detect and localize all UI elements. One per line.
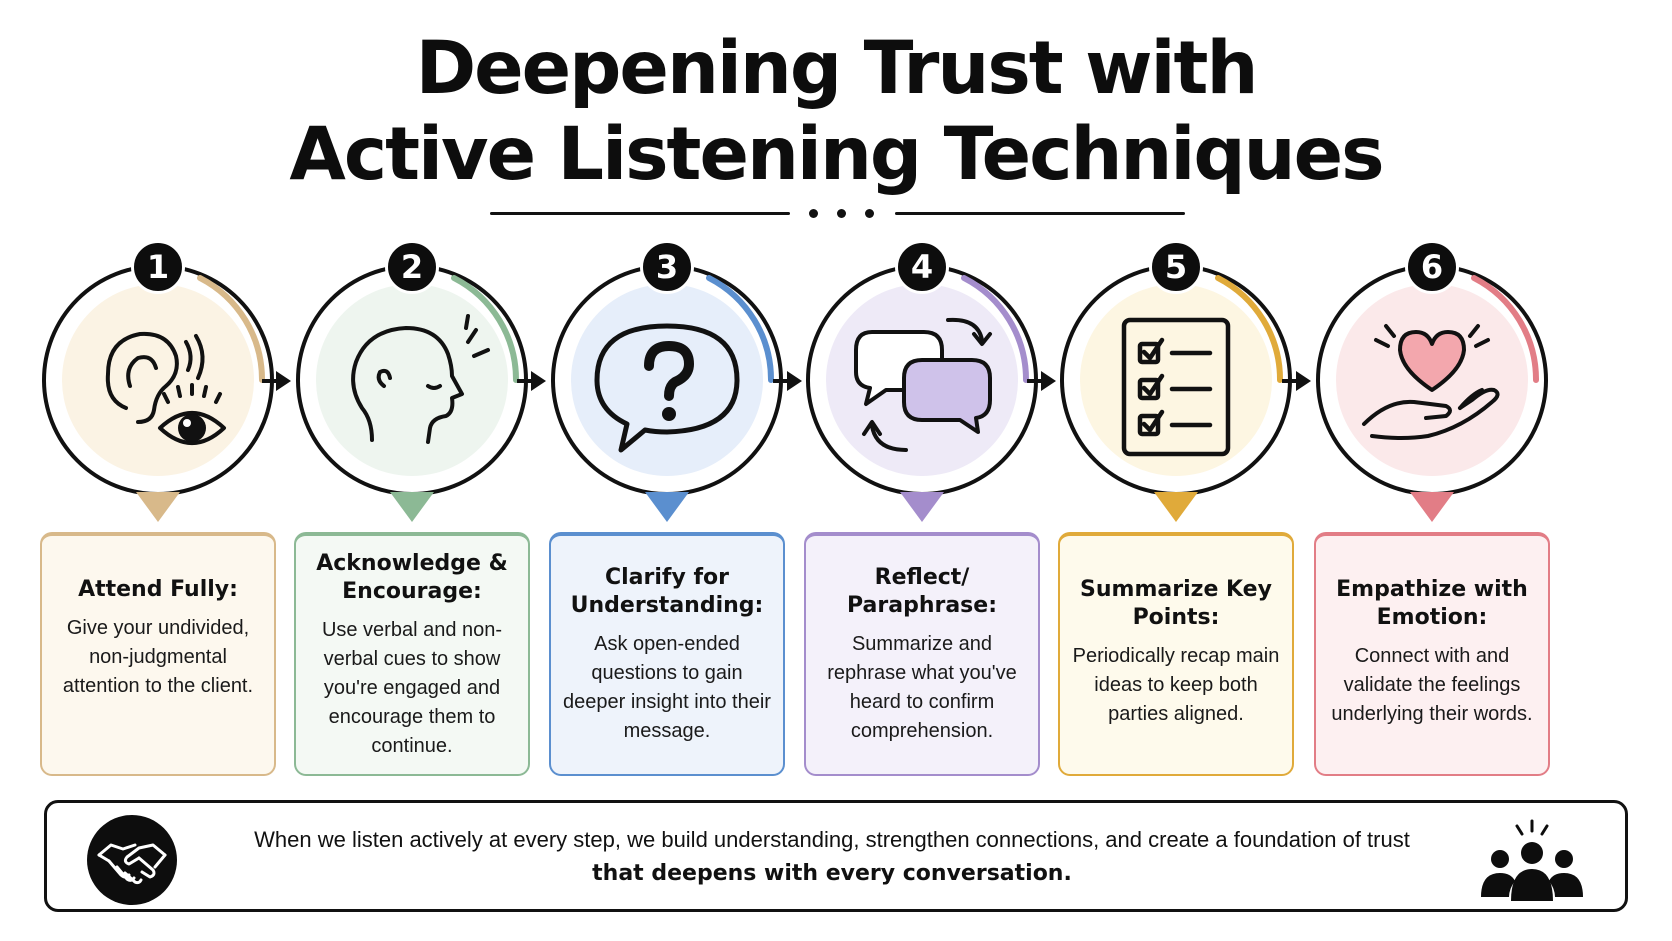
step-number-badge: 4 <box>895 240 949 294</box>
step-title: Empathize with Emotion: <box>1336 577 1528 630</box>
banner-text: When we listen actively at every step, w… <box>197 823 1467 891</box>
step-pointer <box>645 492 689 522</box>
step-4: 4 Reflect/ Paraphrase: Summarize and rep… <box>804 240 1040 780</box>
step-accent-arc <box>451 275 520 383</box>
head-nod-icon <box>351 314 490 444</box>
flow-arrow-3 <box>773 371 802 391</box>
step-card: Clarify for Understanding: Ask open-ende… <box>549 532 785 776</box>
step-description: Use verbal and non-verbal cues to show y… <box>321 619 503 757</box>
step-pointer <box>1410 492 1454 522</box>
step-description: Connect with and validate the feelings u… <box>1331 645 1533 725</box>
banner-emphasis: that deepens with every conversation. <box>592 861 1072 886</box>
title-line-2: Active Listening Techniques <box>289 112 1384 197</box>
title-line-1: Deepening Trust with <box>415 26 1259 111</box>
step-card: Attend Fully: Give your undivided, non-j… <box>40 532 276 776</box>
step-card: Reflect/ Paraphrase: Summarize and rephr… <box>804 532 1040 776</box>
step-number-badge: 2 <box>385 240 439 294</box>
step-icon-backdrop <box>1080 284 1272 476</box>
divider-left <box>490 212 790 215</box>
step-accent-arc <box>961 275 1030 383</box>
step-accent-arc <box>1471 275 1540 383</box>
step-icon-backdrop <box>571 284 763 476</box>
people-group-icon <box>1481 819 1583 901</box>
step-description: Ask open-ended questions to gain deeper … <box>563 633 771 742</box>
ear-eye-icon <box>105 331 226 445</box>
step-2: 2 Acknowledge & Encourage: Use verbal an… <box>294 240 530 780</box>
step-title: Reflect/ Paraphrase: <box>847 565 997 618</box>
summary-banner: When we listen actively at every step, w… <box>44 800 1628 912</box>
step-description: Give your undivided, non-judgmental atte… <box>62 617 254 697</box>
flow-arrow-1 <box>262 371 291 391</box>
divider-dots <box>805 208 885 220</box>
question-bubble-icon <box>594 323 740 453</box>
step-description: Periodically recap main ideas to keep bo… <box>1072 645 1280 725</box>
step-accent-arc <box>197 275 266 383</box>
step-icon-backdrop <box>316 284 508 476</box>
step-icon-backdrop <box>62 284 254 476</box>
step-pointer <box>1154 492 1198 522</box>
step-title: Summarize Key Points: <box>1080 577 1272 630</box>
step-title: Acknowledge & Encourage: <box>316 551 508 604</box>
step-1: 1 Attend Fully: Give your undivided, non… <box>40 240 276 780</box>
flow-arrow-2 <box>517 371 546 391</box>
step-number-badge: 5 <box>1149 240 1203 294</box>
step-pointer <box>390 492 434 522</box>
flow-arrow-4 <box>1027 371 1056 391</box>
step-accent-arc <box>706 275 775 383</box>
checklist-icon <box>1121 317 1231 457</box>
divider-right <box>895 212 1185 215</box>
page-title: Deepening Trust with Active Listening Te… <box>0 26 1672 198</box>
step-number-badge: 1 <box>131 240 185 294</box>
step-pointer <box>136 492 180 522</box>
heart-hand-icon <box>1362 324 1500 440</box>
step-6: 6 Empathize with Emotion: Connect with a… <box>1314 240 1550 780</box>
step-description: Summarize and rephrase what you've heard… <box>827 633 1017 742</box>
chat-exchange-icon <box>854 317 992 452</box>
step-card: Acknowledge & Encourage: Use verbal and … <box>294 532 530 776</box>
flow-arrow-5 <box>1282 371 1311 391</box>
step-accent-arc <box>1215 275 1284 383</box>
step-title: Attend Fully: <box>78 577 238 602</box>
step-card: Empathize with Emotion: Connect with and… <box>1314 532 1550 776</box>
handshake-icon <box>87 815 177 905</box>
step-title: Clarify for Understanding: <box>570 565 764 618</box>
step-5: 5 Summarize Key Points: Periodically rec… <box>1058 240 1294 780</box>
step-number-badge: 3 <box>640 240 694 294</box>
step-3: 3 Clarify for Understanding: Ask open-en… <box>549 240 785 780</box>
step-card: Summarize Key Points: Periodically recap… <box>1058 532 1294 776</box>
step-pointer <box>900 492 944 522</box>
step-number-badge: 6 <box>1405 240 1459 294</box>
banner-statement: When we listen actively at every step, w… <box>254 827 1410 852</box>
